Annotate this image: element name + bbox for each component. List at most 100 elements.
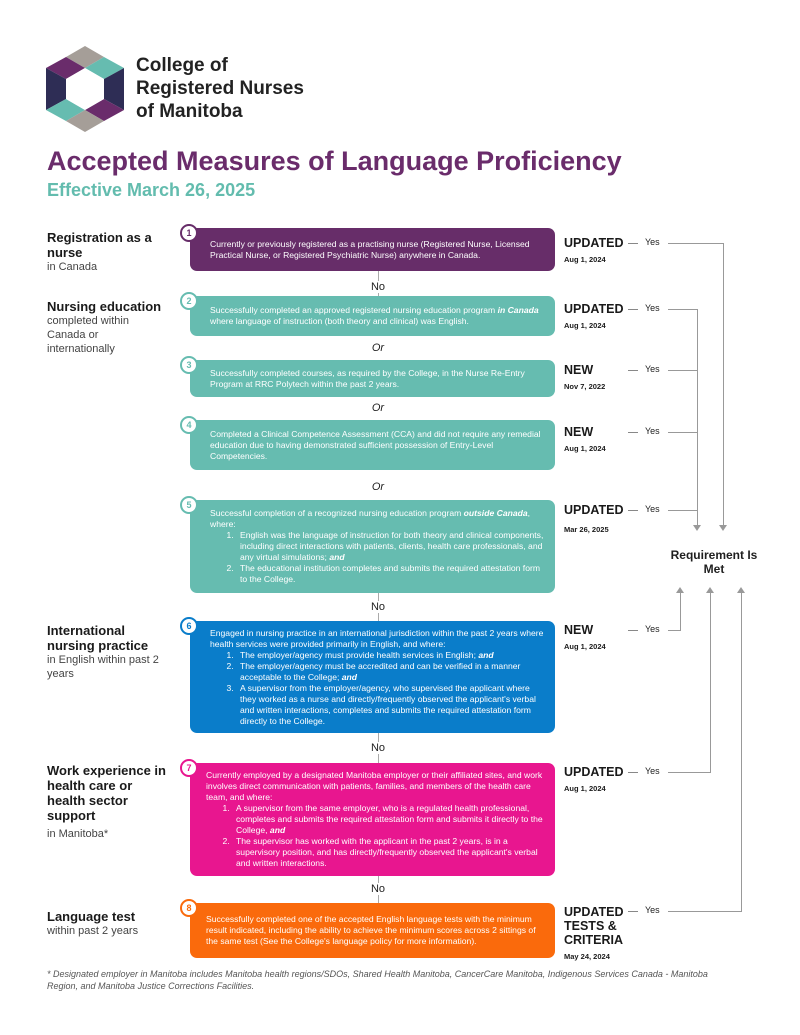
status-text: UPDATED <box>564 503 624 517</box>
connector-line <box>668 243 724 244</box>
or-label: Or <box>371 402 385 414</box>
and-text: and <box>329 552 345 562</box>
step-number-badge: 3 <box>180 356 198 374</box>
status-text: UPDATED <box>564 236 624 250</box>
section-heading: International nursing practice <box>47 623 149 653</box>
status-date: Aug 1, 2024 <box>564 642 606 651</box>
measure-box-3: 3 Successfully completed courses, as req… <box>180 356 555 397</box>
no-label: No <box>366 742 390 754</box>
dash <box>628 630 638 631</box>
text: , where: <box>210 508 531 529</box>
organization-name: College of Registered Nurses of Manitoba <box>136 54 304 123</box>
step-number-badge: 4 <box>180 416 198 434</box>
logo-line: College of <box>136 55 228 76</box>
or-label: Or <box>371 342 385 354</box>
list-item: A supervisor from the employer/agency, w… <box>236 683 545 727</box>
measure-box-4: 4 Completed a Clinical Competence Assess… <box>180 416 555 470</box>
connector-line <box>668 309 698 310</box>
dash <box>628 370 638 371</box>
text: Successful completion of a recognized nu… <box>210 508 464 518</box>
item-text: A supervisor from the same employer, who… <box>236 803 543 835</box>
section-heading: Work experience in health care or health… <box>47 763 166 823</box>
section-sub: completed within Canada or international… <box>47 315 129 355</box>
status-date: Aug 1, 2024 <box>564 784 606 793</box>
page-subtitle: Effective March 26, 2025 <box>47 180 256 200</box>
measure-text: Currently or previously registered as a … <box>210 238 530 260</box>
connector-line <box>697 309 698 525</box>
section-work: Work experience in health care or health… <box>47 763 167 841</box>
section-heading: Nursing education <box>47 299 162 314</box>
step-number-badge: 2 <box>180 292 198 310</box>
logo-line: Registered Nurses <box>136 78 304 99</box>
connector-line <box>668 370 698 371</box>
section-sub: in English within past 2 years <box>47 654 159 680</box>
criteria-list: The employer/agency must provide health … <box>236 650 545 727</box>
measure-text: Currently employed by a designated Manit… <box>206 770 543 802</box>
yes-label: Yes <box>645 364 660 374</box>
list-item: The educational institution completes an… <box>236 563 545 585</box>
dash <box>628 772 638 773</box>
list-item: The employer/agency must provide health … <box>236 650 545 661</box>
connector-line <box>710 593 711 773</box>
status-text: UPDATED TESTS & CRITERIA <box>564 905 624 947</box>
item-text: The employer/agency must provide health … <box>240 649 479 660</box>
step-number-badge: 5 <box>180 496 198 514</box>
measure-box-7: 7 Currently employed by a designated Man… <box>180 759 555 876</box>
status-text: NEW <box>564 425 594 439</box>
emphasis: in Canada <box>497 305 539 315</box>
status-date: Aug 1, 2024 <box>564 444 606 453</box>
yes-label: Yes <box>645 905 660 915</box>
status-date: Aug 1, 2024 <box>564 321 606 330</box>
status-date: May 24, 2024 <box>564 952 610 961</box>
item-text: The employer/agency must be accredited a… <box>240 660 521 682</box>
criteria-list: A supervisor from the same employer, who… <box>232 803 545 869</box>
status-text: UPDATED <box>564 765 624 779</box>
dash <box>628 432 638 433</box>
measure-box-2: 2 Successfully completed an approved reg… <box>180 292 555 336</box>
text: where language of instruction (both theo… <box>210 316 469 326</box>
arrow-up-icon <box>706 587 714 593</box>
text: Successfully completed an approved regis… <box>210 305 498 315</box>
logo-line: of Manitoba <box>136 101 243 122</box>
section-sub: in Canada <box>47 261 98 273</box>
no-label: No <box>366 883 390 895</box>
dash <box>628 243 638 244</box>
connector-line <box>668 510 698 511</box>
measure-text: Successfully completed courses, as requi… <box>210 367 525 389</box>
yes-label: Yes <box>645 766 660 776</box>
dash <box>628 510 638 511</box>
dash <box>628 911 638 912</box>
section-sub: within past 2 years <box>47 925 139 937</box>
arrow-down-icon <box>693 525 701 531</box>
status-text: UPDATED <box>564 302 624 316</box>
list-item: The supervisor has worked with the appli… <box>232 836 545 869</box>
item-text: English was the language of instruction … <box>240 530 544 562</box>
page-title: Accepted Measures of Language Proficienc… <box>47 146 622 176</box>
yes-label: Yes <box>645 504 660 514</box>
yes-label: Yes <box>645 303 660 313</box>
no-label: No <box>366 281 390 293</box>
section-heading: Registration as a nurse <box>47 230 152 260</box>
step-number-badge: 1 <box>180 224 198 242</box>
measure-text: Successfully completed one of the accept… <box>206 914 536 946</box>
and-text: and <box>341 671 358 682</box>
measure-box-5: 5 Successful completion of a recognized … <box>180 496 555 593</box>
connector-line <box>680 593 681 631</box>
section-sub: in Manitoba* <box>47 828 109 840</box>
step-number-badge: 8 <box>180 899 198 917</box>
footnote: * Designated employer in Manitoba includ… <box>47 969 708 991</box>
arrow-up-icon <box>676 587 684 593</box>
requirement-met-label: Requirement Is Met <box>670 548 758 576</box>
list-item: English was the language of instruction … <box>236 530 545 563</box>
measure-box-6: 6 Engaged in nursing practice in an inte… <box>180 617 555 733</box>
status-date: Nov 7, 2022 <box>564 382 606 391</box>
or-label: Or <box>371 481 385 493</box>
measure-box-8: 8 Successfully completed one of the acce… <box>180 899 555 958</box>
